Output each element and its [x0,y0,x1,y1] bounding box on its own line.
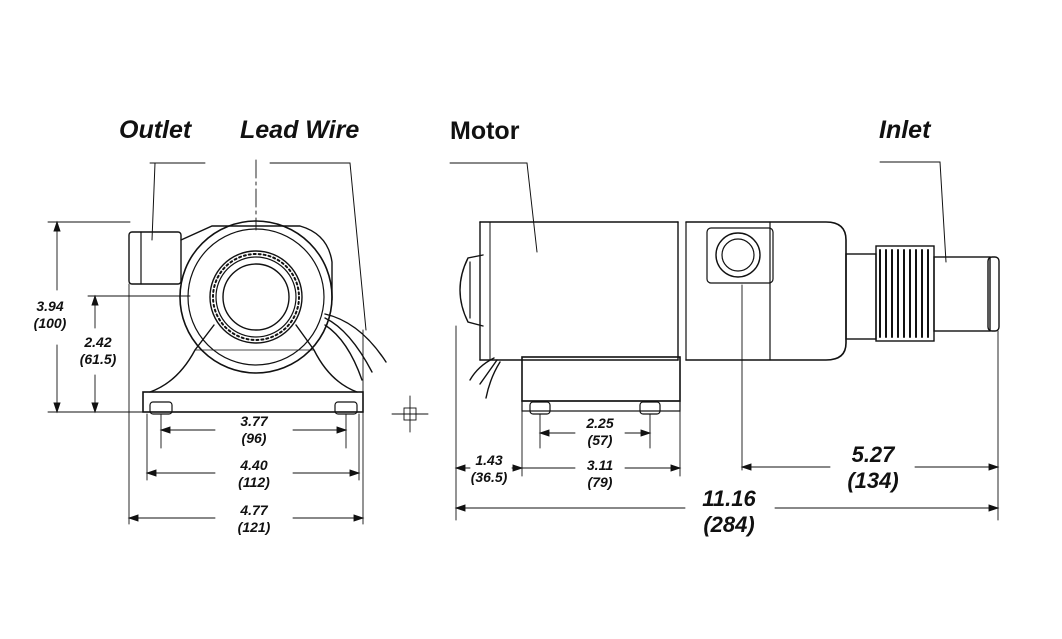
dim-side-foot-inner: 2.25 (57) [586,415,613,449]
dim-end-width-outer: 4.77 (121) [238,502,271,536]
dim-inch-value: 4.77 [240,502,268,518]
dim-end-height-total: 3.94 (100) [34,298,67,332]
dim-mm-value: (79) [587,474,613,490]
dim-side-offset: 1.43 (36.5) [471,452,508,486]
side-view [449,161,1000,415]
dim-inch-value: 5.27 [851,442,895,467]
dim-mm-value: (134) [847,468,899,493]
inlet-label: Inlet [879,116,931,144]
motor-label: Motor [450,117,520,145]
dim-mm-value: (112) [238,474,270,490]
dim-inch-value: 11.16 [702,486,756,511]
dim-side-inlet-length: 5.27 (134) [847,442,898,494]
dim-inch-value: 2.25 [586,415,614,431]
dim-side-foot-outer: 3.11 (79) [587,457,613,491]
center-mark [391,395,429,433]
dim-mm-value: (96) [241,430,267,446]
end-view-dimension-lines [47,220,365,525]
dim-inch-value: 3.77 [240,413,268,429]
dim-mm-value: (121) [237,519,271,535]
end-view [128,159,387,415]
dim-inch-value: 1.43 [475,452,503,468]
side-view-dimension-lines [454,284,1000,521]
dim-end-height-center: 2.42 (61.5) [80,334,117,368]
dim-inch-value: 2.42 [84,334,112,350]
lead-wire-label: Lead Wire [240,116,360,144]
dim-inch-value: 3.94 [36,298,64,314]
dim-inch-value: 4.40 [240,457,268,473]
dim-mm-value: (61.5) [79,351,117,367]
outlet-label: Outlet [119,116,192,144]
dim-mm-value: (57) [587,432,613,448]
dim-mm-value: (100) [33,315,67,331]
dim-end-width-mid: 4.40 (112) [238,457,270,491]
dim-mm-value: (284) [703,512,755,537]
dim-inch-value: 3.11 [586,457,614,473]
dim-mm-value: (36.5) [470,469,508,485]
dim-side-overall-length: 11.16 (284) [702,486,755,538]
dim-end-width-inner: 3.77 (96) [240,413,267,447]
